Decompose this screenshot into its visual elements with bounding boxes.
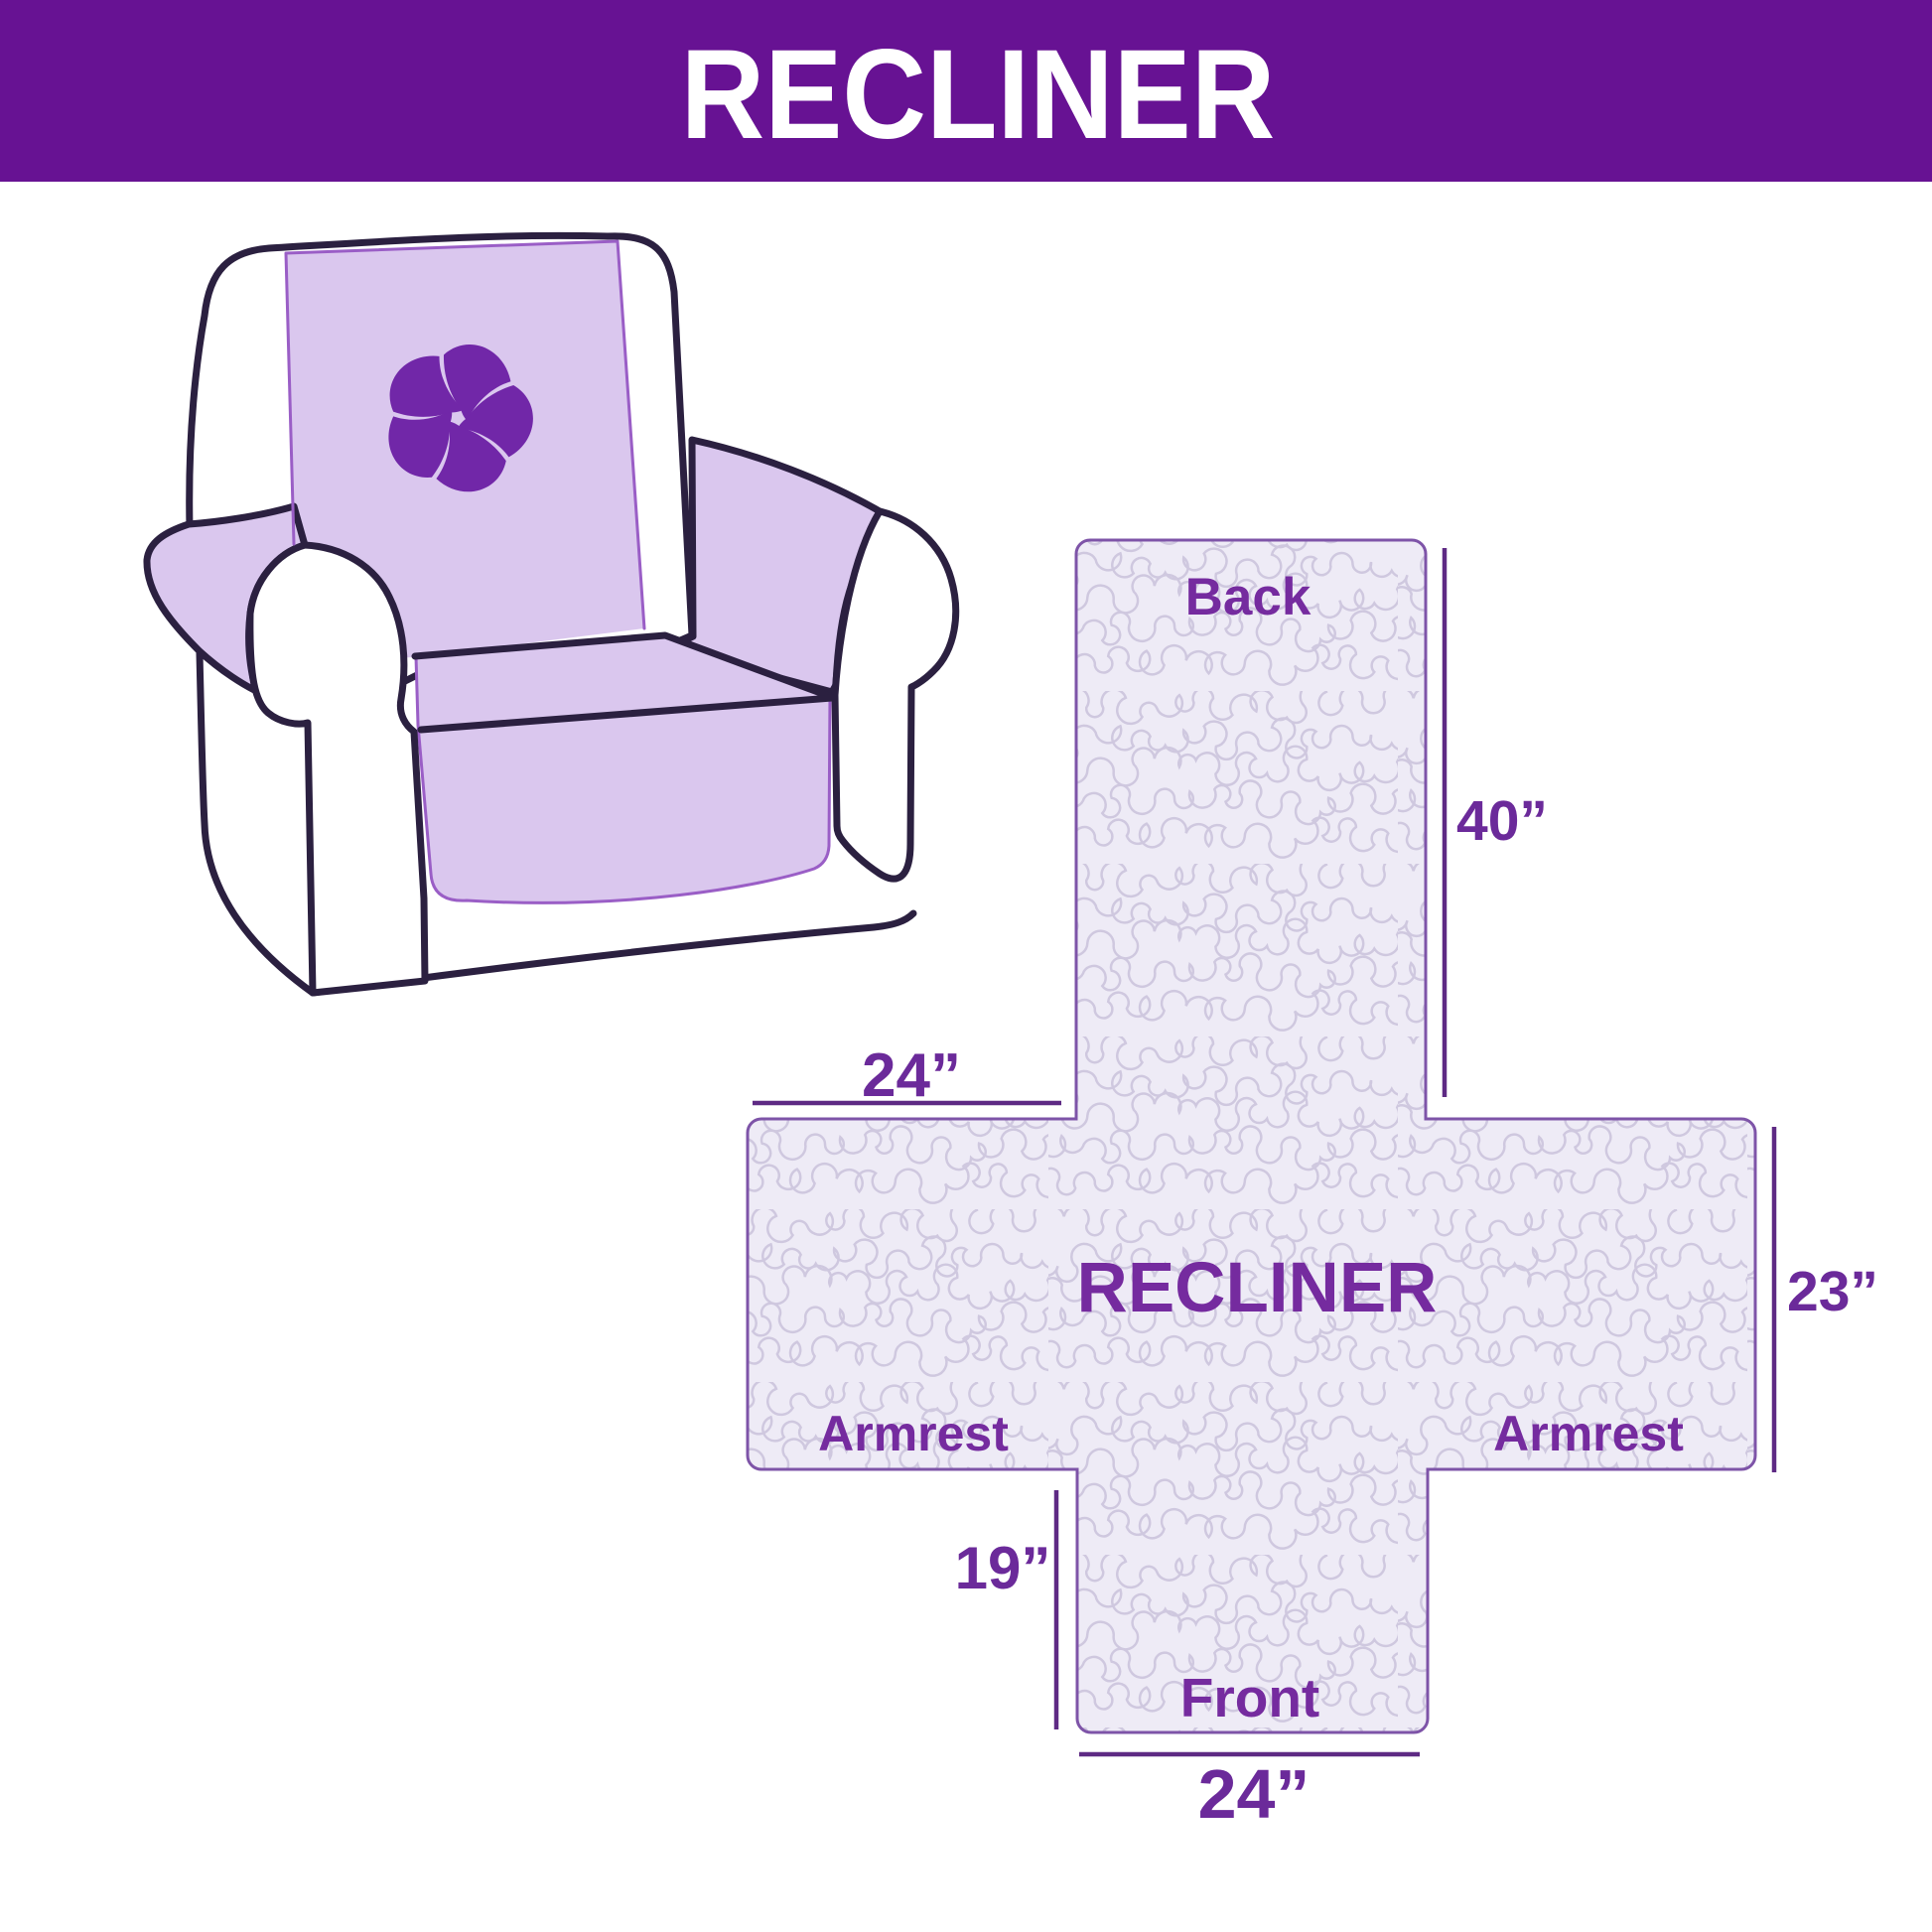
svg-text:RECLINER: RECLINER <box>1077 1249 1438 1327</box>
svg-text:40”: 40” <box>1456 789 1548 853</box>
svg-text:Armrest: Armrest <box>818 1406 1009 1461</box>
svg-text:24”: 24” <box>862 1041 961 1110</box>
svg-text:19”: 19” <box>955 1535 1051 1601</box>
svg-text:Armrest: Armrest <box>1493 1406 1684 1461</box>
svg-text:24”: 24” <box>1198 1755 1311 1833</box>
svg-text:Back: Back <box>1185 568 1311 626</box>
svg-text:Front: Front <box>1180 1667 1320 1728</box>
svg-text:23”: 23” <box>1787 1260 1878 1323</box>
